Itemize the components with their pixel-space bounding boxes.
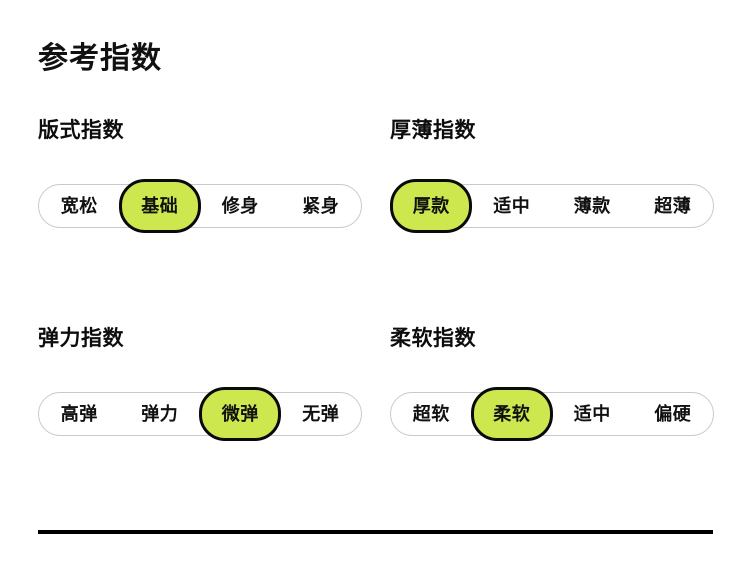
scale-option-elasticity-0[interactable]: 高弹 — [60, 404, 98, 424]
scale-wrap-elasticity: 高弹 弹力 微弹 无弹 — [38, 384, 364, 446]
scale-option-fit-1[interactable]: 基础 — [120, 184, 201, 228]
section-title-thickness: 厚薄指数 — [390, 119, 476, 142]
index-block-thickness: 厚薄指数 厚款 适中 薄款 超薄 — [390, 118, 716, 238]
scale-track-fit[interactable]: 宽松 基础 修身 紧身 — [38, 184, 362, 228]
index-block-elasticity: 弹力指数 高弹 弹力 微弹 无弹 — [38, 326, 364, 446]
page-title: 参考指数 — [38, 42, 162, 75]
scale-option-fit-0[interactable]: 宽松 — [60, 196, 98, 216]
scale-track-elasticity[interactable]: 高弹 弹力 微弹 无弹 — [38, 392, 362, 436]
scale-option-elasticity-1[interactable]: 弹力 — [141, 404, 179, 424]
scale-wrap-fit: 宽松 基础 修身 紧身 — [38, 176, 364, 238]
scale-option-thickness-2[interactable]: 薄款 — [573, 196, 611, 216]
bottom-rule — [38, 530, 713, 534]
index-grid: 版式指数 宽松 基础 修身 紧身 厚薄指数 厚款 适中 薄款 — [0, 118, 750, 534]
scale-option-thickness-1[interactable]: 适中 — [493, 196, 531, 216]
index-row: 弹力指数 高弹 弹力 微弹 无弹 柔软指数 超软 柔软 适中 — [0, 326, 750, 534]
scale-wrap-thickness: 厚款 适中 薄款 超薄 — [390, 176, 716, 238]
scale-option-fit-2[interactable]: 修身 — [221, 196, 259, 216]
index-block-softness: 柔软指数 超软 柔软 适中 偏硬 — [390, 326, 716, 446]
scale-wrap-softness: 超软 柔软 适中 偏硬 — [390, 384, 716, 446]
scale-track-softness[interactable]: 超软 柔软 适中 偏硬 — [390, 392, 714, 436]
scale-option-thickness-0[interactable]: 厚款 — [391, 184, 472, 228]
scale-option-softness-0[interactable]: 超软 — [412, 404, 450, 424]
scale-option-thickness-3[interactable]: 超薄 — [654, 196, 692, 216]
scale-option-elasticity-3[interactable]: 无弹 — [302, 404, 340, 424]
scale-option-elasticity-2[interactable]: 微弹 — [200, 392, 281, 436]
scale-track-thickness[interactable]: 厚款 适中 薄款 超薄 — [390, 184, 714, 228]
scale-option-softness-3[interactable]: 偏硬 — [654, 404, 692, 424]
index-row: 版式指数 宽松 基础 修身 紧身 厚薄指数 厚款 适中 薄款 — [0, 118, 750, 326]
scale-option-softness-1[interactable]: 柔软 — [472, 392, 553, 436]
section-title-fit: 版式指数 — [38, 119, 124, 142]
scale-option-fit-3[interactable]: 紧身 — [302, 196, 340, 216]
section-title-softness: 柔软指数 — [390, 327, 476, 350]
section-title-elasticity: 弹力指数 — [38, 327, 124, 350]
scale-option-softness-2[interactable]: 适中 — [573, 404, 611, 424]
index-block-fit: 版式指数 宽松 基础 修身 紧身 — [38, 118, 364, 238]
